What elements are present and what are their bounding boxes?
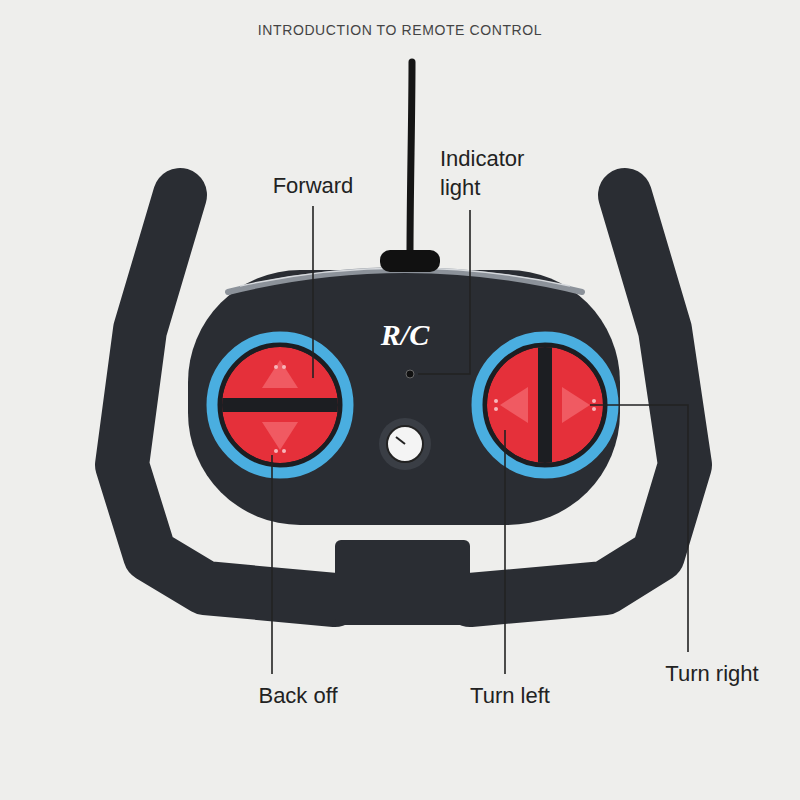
callout-label: Forward [273,172,354,201]
button-divider [538,340,552,470]
button-dot [282,365,286,369]
gauge-face [387,426,423,462]
callout-label: Turn right [665,660,758,689]
gauge-knob [379,418,431,470]
button-ridge [562,387,590,423]
button-dot [592,407,596,411]
button-dot [494,399,498,403]
button-ridge [262,360,298,388]
indicator-light [406,370,414,378]
brand-text: R/C [381,318,429,352]
callout-label: Turn left [470,682,550,711]
callout-label: Back off [258,682,337,711]
diagram-title: INTRODUCTION TO REMOTE CONTROL [258,22,542,38]
right-handle [470,195,685,600]
left-dial-ring [212,337,348,473]
button-dot [274,449,278,453]
button-dot [282,449,286,453]
gauge-needle [396,437,405,444]
button-divider [215,398,345,412]
leader-line [312,206,314,378]
button-ridge [262,422,298,450]
button-dot [274,365,278,369]
body-trim [228,270,582,292]
antenna-cable [410,62,412,256]
leader-line [590,405,688,652]
cable-plug [380,250,440,272]
button-dot [592,399,596,403]
leader-line [504,430,506,674]
leader-line [271,455,273,674]
controller-body [188,270,620,525]
button-ridge [500,387,528,423]
callout-label: Indicator light [440,145,555,202]
center-stem [335,540,470,625]
button-dot [494,407,498,411]
